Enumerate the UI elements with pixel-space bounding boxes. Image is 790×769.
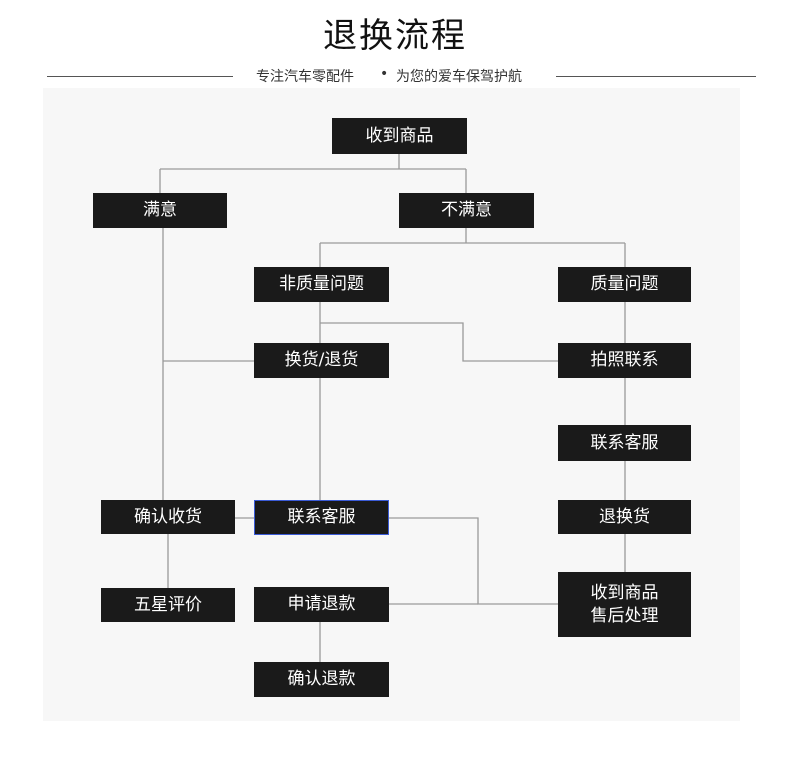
subtitle-dot: •	[380, 66, 389, 82]
node-contact-service-mid: 联系客服	[254, 500, 389, 535]
connector-contact-aftersales	[389, 517, 558, 605]
node-confirm-refund: 确认退款	[254, 662, 389, 697]
connector-unsatisfied-split	[319, 228, 626, 267]
node-confirm-receipt: 确认收货	[101, 500, 235, 534]
connector-nonquality-photo	[320, 322, 558, 362]
node-take-photo-contact: 拍照联系	[558, 343, 691, 378]
node-apply-refund: 申请退款	[254, 587, 389, 622]
node-return-exchange: 退换货	[558, 500, 691, 534]
subtitle-right: 为您的爱车保驾护航	[396, 69, 522, 85]
divider-right	[556, 76, 756, 77]
node-receive-goods: 收到商品	[332, 118, 467, 154]
page-title: 退换流程	[323, 16, 467, 56]
node-five-star-review: 五星评价	[101, 588, 235, 622]
node-quality-issue: 质量问题	[558, 267, 691, 302]
node-after-sales: 收到商品 售后处理	[558, 572, 691, 637]
node-unsatisfied: 不满意	[399, 193, 534, 228]
subtitle-left: 专注汽车零配件	[256, 69, 354, 85]
subtitle-row: 专注汽车零配件 • 为您的爱车保驾护航	[0, 66, 790, 86]
node-satisfied: 满意	[93, 193, 227, 228]
node-contact-service-right: 联系客服	[558, 425, 691, 461]
after-sales-line1: 收到商品	[590, 582, 659, 603]
node-exchange-return: 换货/退货	[254, 343, 389, 378]
divider-left	[47, 76, 233, 77]
node-non-quality-issue: 非质量问题	[254, 267, 389, 302]
after-sales-line2: 售后处理	[590, 605, 659, 626]
connector-receive-split	[159, 154, 467, 193]
